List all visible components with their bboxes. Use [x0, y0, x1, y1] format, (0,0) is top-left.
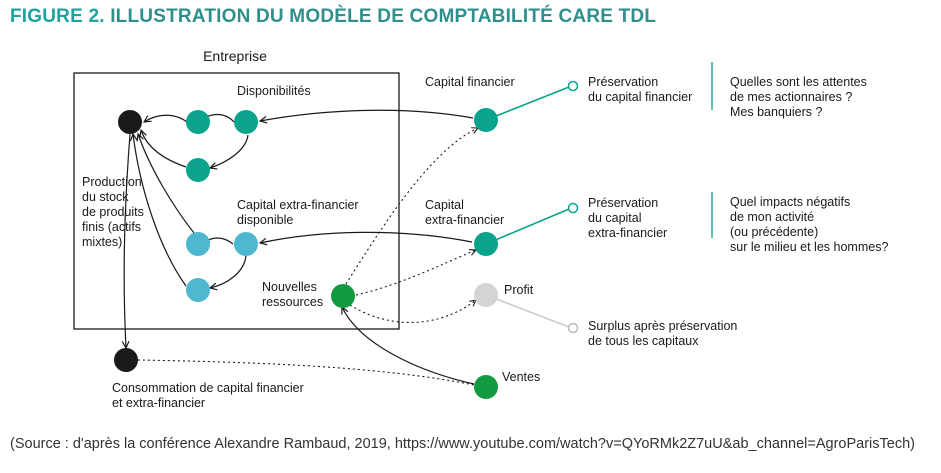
arrow-ext1-to-production — [138, 134, 195, 234]
arrow-capext-to-ext2 — [260, 231, 473, 243]
production-label-2: du stock — [82, 190, 129, 204]
question-1-line-1: Quelles sont les attentes — [730, 75, 867, 89]
ventes-node — [474, 375, 498, 399]
preservation-extra-label-3: extra-financier — [588, 226, 667, 240]
question-2-line-3: (ou précédente) — [730, 225, 818, 239]
question-2-line-2: de mon activité — [730, 210, 814, 224]
disponibilites-node-2 — [234, 110, 258, 134]
figure-title-prefix: FIGURE 2. — [10, 6, 105, 27]
question-1-line-3: Mes banquiers ? — [730, 105, 822, 119]
capital-financier-label: Capital financier — [425, 75, 515, 89]
arrow-disp1-to-production — [144, 114, 188, 122]
figure-title-text: ILLUSTRATION DU MODÈLE DE COMPTABILITÉ C… — [110, 6, 657, 27]
preservation-fin-label-2: du capital financier — [588, 90, 692, 104]
enterprise-box — [73, 72, 400, 330]
dotted-consommation-to-ventes — [137, 359, 475, 386]
preservation-fin-dot — [567, 80, 579, 92]
question-1-line-2: de mes actionnaires ? — [730, 90, 852, 104]
disponibilites-label: Disponibilités — [237, 84, 311, 98]
nouvelles-label-2: ressources — [262, 295, 323, 309]
question-2-line-1: Quel impacts négatifs — [730, 195, 850, 209]
surplus-label-1: Surplus après préservation — [588, 319, 737, 333]
capital-extra-right-label-1: Capital — [425, 198, 464, 212]
line-capext-preservation — [485, 208, 570, 245]
production-label-3: de produits — [82, 205, 144, 219]
figure-title: FIGURE 2. ILLUSTRATION DU MODÈLE DE COMP… — [10, 6, 656, 28]
dotted-nouvelles-to-profit — [349, 300, 476, 323]
arrow-disp2-to-disp3 — [210, 134, 249, 168]
nouvelles-label-1: Nouvelles — [262, 280, 317, 294]
capital-extra-label-line1: Capital extra-financier — [237, 198, 359, 212]
arrow-capfin-to-disp2 — [260, 109, 474, 121]
surplus-dot — [567, 322, 579, 334]
preservation-extra-label-1: Préservation — [588, 196, 658, 210]
disponibilites-node-3 — [186, 158, 210, 182]
dotted-nouvelles-to-capfin — [345, 128, 478, 285]
consommation-node — [114, 348, 138, 372]
preservation-extra-label-2: du capital — [588, 211, 642, 225]
capital-extra-node-2 — [234, 232, 258, 256]
ventes-label: Ventes — [502, 370, 540, 384]
enterprise-label: Entreprise — [203, 48, 267, 64]
dotted-nouvelles-to-capext — [355, 250, 476, 296]
capital-financier-node — [474, 108, 498, 132]
disponibilites-node-1 — [186, 110, 210, 134]
capital-extra-right-label-2: extra-financier — [425, 213, 504, 227]
production-label-4: finis (actifs — [82, 220, 141, 234]
preservation-fin-label-1: Préservation — [588, 75, 658, 89]
production-label-5: mixtes) — [82, 235, 122, 249]
arrow-nouvelles-to-ventes — [342, 307, 475, 385]
arrow-disp3-to-production — [141, 130, 187, 168]
consommation-label-2: et extra-financier — [112, 396, 205, 410]
arrow-production-to-consommation — [124, 133, 131, 348]
capital-extra-financier-node — [474, 232, 498, 256]
nouvelles-ressources-node — [331, 284, 355, 308]
arrow-ext3-to-production — [133, 134, 187, 287]
arrow-ext2-to-ext3 — [210, 255, 247, 288]
capital-extra-label-line2: disponible — [237, 213, 293, 227]
line-capfin-preservation — [485, 86, 570, 121]
production-label-1: Production — [82, 175, 142, 189]
preservation-extra-dot — [567, 202, 579, 214]
question-2-line-4: sur le milieu et les hommes? — [730, 240, 888, 254]
profit-label: Profit — [504, 283, 534, 297]
consommation-label-1: Consommation de capital financier — [112, 381, 304, 395]
production-node — [118, 110, 142, 134]
line-profit-surplus — [485, 294, 570, 328]
profit-node — [474, 283, 498, 307]
surplus-label-2: de tous les capitaux — [588, 334, 699, 348]
source-caption: (Source : d'après la conférence Alexandr… — [10, 436, 915, 452]
capital-extra-node-1 — [186, 232, 210, 256]
capital-extra-node-3 — [186, 278, 210, 302]
